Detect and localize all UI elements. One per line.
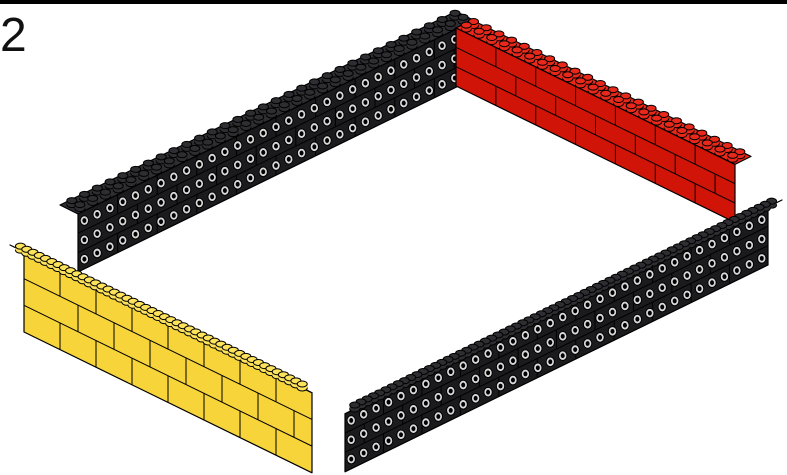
- brick-frame-illustration: [0, 0, 787, 475]
